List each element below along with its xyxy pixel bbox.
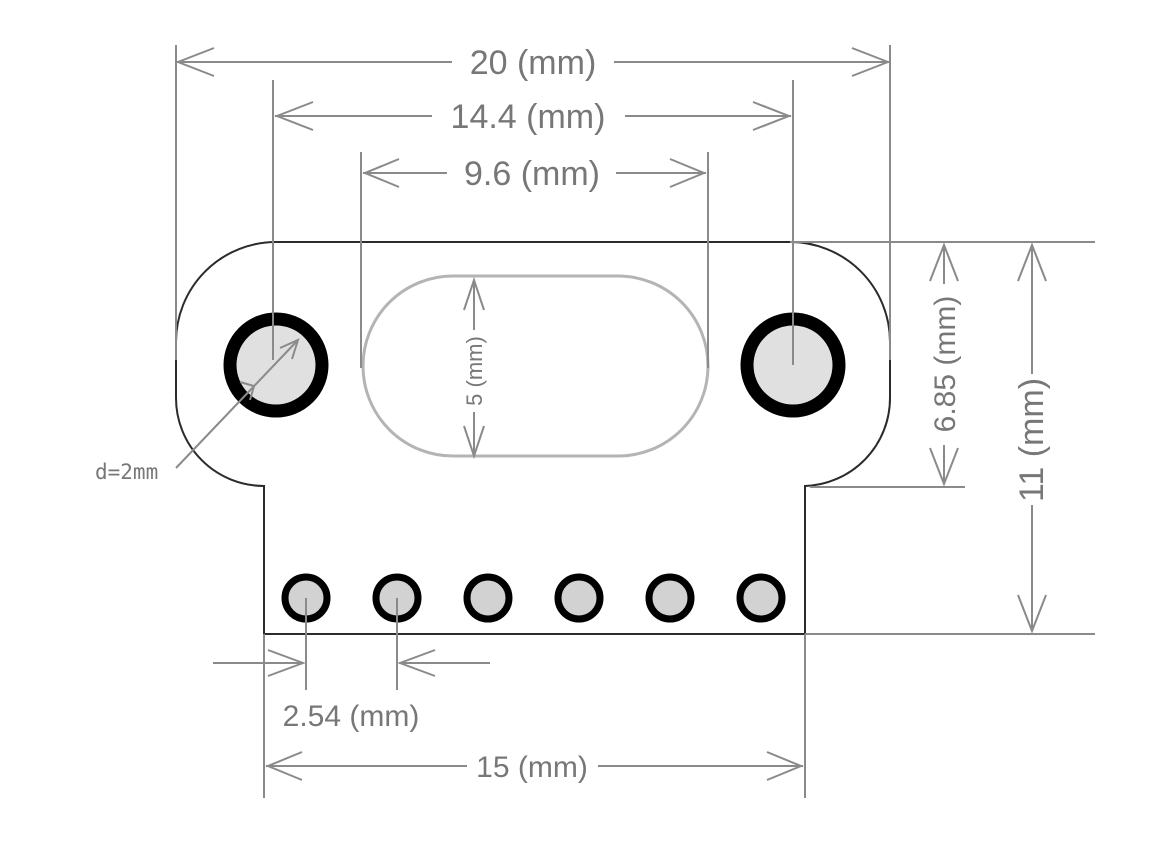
dim-overall-width <box>175 47 891 77</box>
dim-hole-diameter <box>175 338 300 469</box>
label-hole-diameter: d=2mm <box>95 460 158 484</box>
label-pin-pitch: 2.54 (mm) <box>283 700 420 733</box>
center-slot <box>361 274 710 458</box>
label-base-width: 15 (mm) <box>476 751 588 784</box>
pin-hole <box>463 573 513 623</box>
dim-base-width <box>265 751 804 781</box>
label-mount-hole-spacing: 14.4 (mm) <box>451 98 606 136</box>
pin-hole <box>554 573 604 623</box>
pin-hole <box>645 573 695 623</box>
label-overall-width: 20 (mm) <box>470 44 597 82</box>
dim-total-height <box>1017 242 1047 634</box>
pin-hole <box>736 573 786 623</box>
dim-slot-height <box>463 276 485 460</box>
dim-mount-section-height <box>929 242 959 487</box>
dim-mount-hole-spacing <box>274 101 792 131</box>
label-total-height: 11 (mm) <box>1013 378 1051 502</box>
label-slot-width: 9.6 (mm) <box>464 155 600 193</box>
label-slot-height: 5 (mm) <box>462 336 487 406</box>
dim-slot-width <box>362 158 707 188</box>
label-mount-section-height: 6.85 (mm) <box>929 296 962 433</box>
dim-pin-pitch <box>213 649 490 677</box>
